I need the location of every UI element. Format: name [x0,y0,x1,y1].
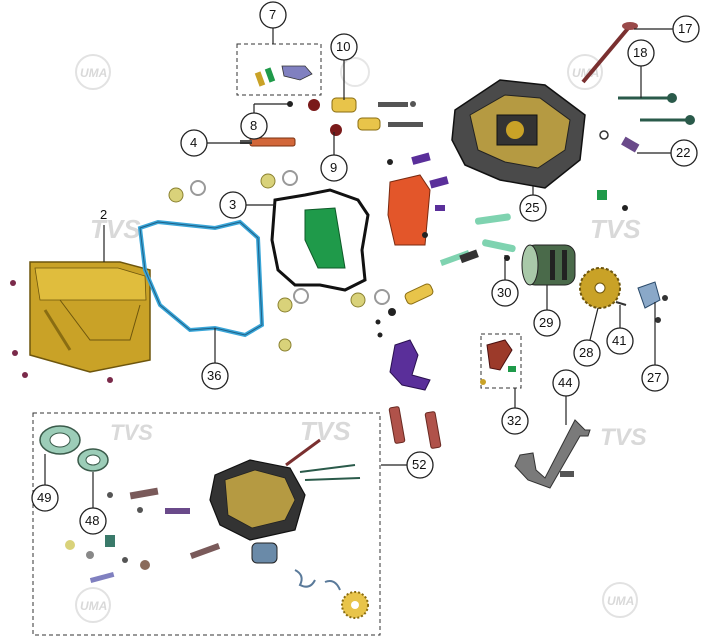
valves [581,22,695,140]
callout-49: 49 [37,490,51,505]
group-box-7 [236,43,322,96]
support-bracket [514,419,591,489]
callout-52: 52 [412,457,426,472]
watermark-logo-text: UMA [80,66,107,80]
rocker-shafts [287,97,423,136]
camshaft [521,244,576,286]
watermark-logo-text: UMA [607,594,634,608]
callout-41: 41 [612,333,626,348]
callout-48: 48 [85,513,99,528]
callout-circle [627,39,655,67]
watermark-logo: UMA UMA UMA UMA [75,54,638,623]
valve-cover-seal [270,188,370,292]
callout-circle [670,139,698,167]
cylinder-head [451,79,628,211]
head-cover-gasket [137,219,265,338]
callout-circle [219,191,247,219]
callout-circle [31,484,59,512]
callout-32: 32 [507,413,521,428]
watermark-tvs: TVS [110,420,153,445]
callouts: 2 3 4 7 8 9 10 17 18 22 [31,1,700,535]
guide-pins [388,406,442,449]
callout-17: 17 [678,21,692,36]
callout-circle [240,112,268,140]
callout-25: 25 [525,200,539,215]
watermark-logo-text: UMA [80,599,107,613]
callout-circle [606,327,634,355]
callout-44: 44 [558,375,572,390]
callout-circle [259,1,287,29]
callout-circle [180,129,208,157]
callout-18: 18 [633,45,647,60]
callout-9: 9 [330,160,337,175]
callout-4: 4 [190,135,197,150]
rocker-arm [480,339,516,385]
watermark-tvs: TVS [590,214,641,244]
callout-circle [406,451,434,479]
watermark-tvs: TVS [300,416,351,446]
callout-circle [641,364,669,392]
callout-27: 27 [647,370,661,385]
head-bolt [621,136,640,153]
watermark-tvs: TVS [600,424,647,451]
dowel-pins [388,213,516,316]
callout-circle [573,339,601,367]
spark-plug [240,137,296,147]
callout-circle [552,369,580,397]
callout-22: 22 [676,145,690,160]
callout-circle [201,362,229,390]
callout-circle [533,309,561,337]
watermark-tvs: TVS [90,214,141,244]
callout-28: 28 [579,345,593,360]
callout-36: 36 [207,368,221,383]
callout-circle [320,154,348,182]
callout-circle [79,507,107,535]
callout-2: 2 [100,207,107,222]
callout-8: 8 [250,118,257,133]
callout-7: 7 [269,7,276,22]
sprocket-retainer [615,281,668,323]
purple-bracket [389,339,431,391]
callout-10: 10 [336,39,350,54]
tensioner-parts [254,65,313,87]
callout-30: 30 [497,285,511,300]
callout-circle [330,33,358,61]
callout-circle [491,279,519,307]
callout-circle [519,194,547,222]
cam-sprocket [579,267,621,309]
callout-circle [672,15,700,43]
watermarks: TVS TVS TVS TVS TVS UMA UMA UMA UMA [75,54,647,623]
group-box-32 [480,333,522,389]
callout-3: 3 [229,197,236,212]
callout-29: 29 [539,315,553,330]
head-assembly-kit [39,425,369,619]
cam-cover-plate [387,152,449,246]
washers-and-plugs [168,170,390,352]
group-box-52 [32,412,381,636]
cylinder-head-cover [10,261,151,383]
callout-circle [501,407,529,435]
